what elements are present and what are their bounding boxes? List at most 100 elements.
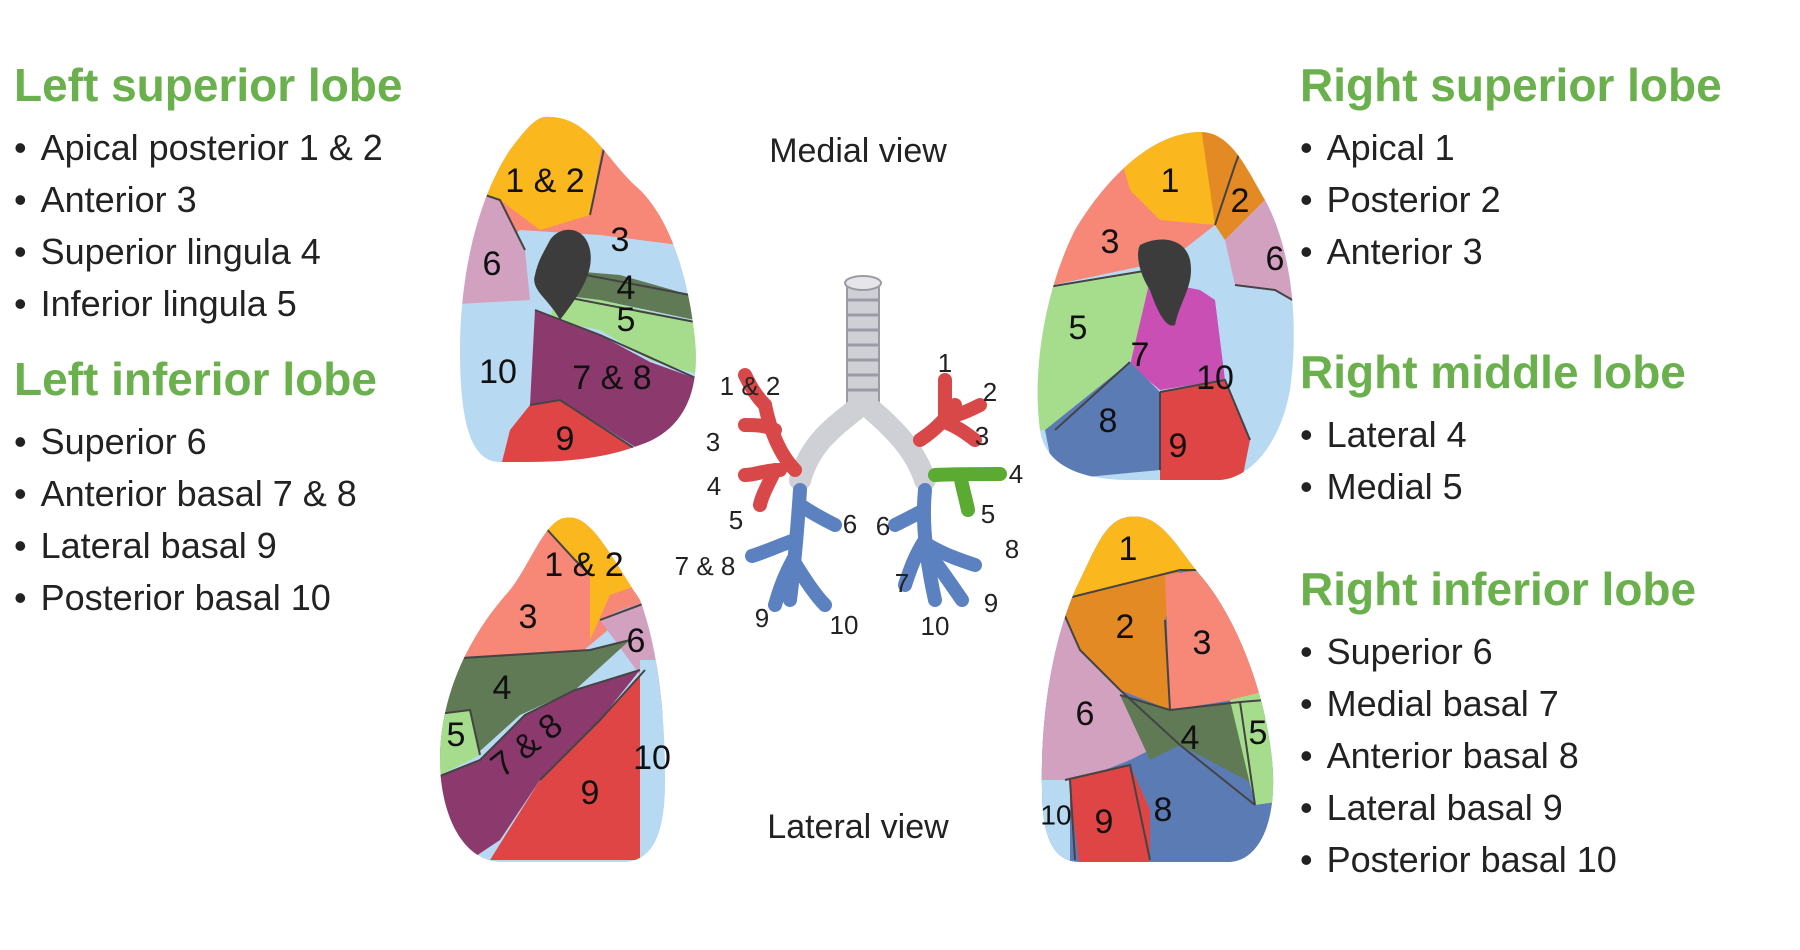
- left-lung-medial-view: [460, 116, 696, 463]
- list-item: Posterior basal 10: [1300, 834, 1696, 886]
- right-middle-lobe-legend: Right middle lobe Lateral 4 Medial 5: [1300, 345, 1686, 513]
- list-item: Lateral 4: [1300, 409, 1686, 461]
- right-medial-label-1: 1: [1161, 162, 1180, 200]
- list-item: Apical posterior 1 & 2: [14, 122, 402, 174]
- left-bronchus-label-7-8: 7 & 8: [675, 551, 736, 581]
- right-lateral-label-6: 6: [1076, 695, 1095, 733]
- right-bronchus-label-4: 4: [1009, 459, 1023, 489]
- segment-6-superior: [1041, 605, 1170, 780]
- left-bronchus-label-3: 3: [706, 427, 720, 457]
- left-lateral-label-5: 5: [447, 716, 466, 754]
- left-medial-label-7-8: 7 & 8: [572, 359, 651, 397]
- right-bronchus-label-1: 1: [938, 348, 952, 378]
- left-medial-label-5: 5: [617, 301, 636, 339]
- right-medial-label-9: 9: [1169, 427, 1188, 465]
- right-bronchus-label-7: 7: [895, 568, 909, 598]
- list-item: Superior 6: [1300, 626, 1696, 678]
- right-lateral-label-9: 9: [1095, 803, 1114, 841]
- list-item: Medial 5: [1300, 461, 1686, 513]
- right-medial-label-6: 6: [1266, 240, 1285, 278]
- list-item: Lateral basal 9: [14, 520, 377, 572]
- segment-4-lateral: [1120, 695, 1265, 790]
- left-bronchus-label-6: 6: [843, 509, 857, 539]
- left-superior-lobe-legend: Left superior lobe Apical posterior 1 & …: [14, 58, 402, 330]
- left-bronchus-label-10: 10: [830, 610, 859, 640]
- left-bronchus-label-5: 5: [729, 505, 743, 535]
- segment-7-8-anterior-basal: [530, 310, 696, 450]
- segment-4-superior-lingula: [560, 270, 695, 320]
- right-bronchus-label-8: 8: [1005, 534, 1019, 564]
- right-medial-label-5: 5: [1069, 309, 1088, 347]
- right-lateral-label-10: 10: [1040, 799, 1071, 830]
- right-main-bronchus: [861, 399, 936, 491]
- list-item: Posterior basal 10: [14, 572, 377, 624]
- right-bronchus-label-2: 2: [983, 377, 997, 407]
- right-lateral-label-8: 8: [1154, 791, 1173, 829]
- list-item: Posterior 2: [1300, 174, 1722, 226]
- left-superior-lobe-title: Left superior lobe: [14, 59, 403, 111]
- left-lateral-label-4: 4: [493, 669, 512, 707]
- left-inferior-lobe-legend: Left inferior lobe Superior 6 Anterior b…: [14, 352, 377, 624]
- segment-3-anterior: [1165, 570, 1270, 710]
- left-superior-lobe-list: Apical posterior 1 & 2 Anterior 3 Superi…: [14, 122, 402, 330]
- left-bronchus-label-4: 4: [707, 471, 721, 501]
- left-medial-label-1-2: 1 & 2: [505, 162, 584, 200]
- segment-4-superior-lingula: [440, 640, 630, 760]
- right-middle-lobe-list: Lateral 4 Medial 5: [1300, 409, 1686, 513]
- left-lateral-label-6: 6: [627, 622, 646, 660]
- right-medial-label-3: 3: [1101, 223, 1120, 261]
- list-item: Superior lingula 4: [14, 226, 402, 278]
- left-lateral-label-3: 3: [519, 598, 538, 636]
- list-item: Anterior 3: [14, 174, 402, 226]
- left-bronchus-label-9: 9: [755, 603, 769, 633]
- right-bronchus-label-10: 10: [921, 611, 950, 641]
- right-superior-lobe-legend: Right superior lobe Apical 1 Posterior 2…: [1300, 58, 1722, 278]
- right-medial-label-2: 2: [1231, 182, 1250, 220]
- hilum-right-medial: [1138, 239, 1192, 326]
- right-inferior-bronchi: [888, 483, 982, 607]
- right-inferior-lobe-legend: Right inferior lobe Superior 6 Medial ba…: [1300, 562, 1696, 886]
- list-item: Medial basal 7: [1300, 678, 1696, 730]
- right-lateral-label-2: 2: [1116, 608, 1135, 646]
- medial-view-label: Medial view: [769, 132, 947, 170]
- right-superior-lobe-list: Apical 1 Posterior 2 Anterior 3: [1300, 122, 1722, 278]
- segment-7-8-anterior-basal: [440, 670, 640, 860]
- right-medial-label-8: 8: [1099, 402, 1118, 440]
- right-bronchus-label-9: 9: [984, 588, 998, 618]
- right-medial-label-7: 7: [1131, 336, 1150, 374]
- right-medial-label-10: 10: [1196, 359, 1234, 397]
- segment-9-lateral-basal: [1065, 765, 1150, 862]
- lateral-view-label: Lateral view: [767, 808, 949, 846]
- right-bronchus-label-3: 3: [975, 421, 989, 451]
- left-medial-label-10: 10: [479, 353, 517, 391]
- list-item: Lateral basal 9: [1300, 782, 1696, 834]
- right-lateral-label-1: 1: [1119, 530, 1138, 568]
- list-item: Anterior basal 7 & 8: [14, 468, 377, 520]
- list-item: Superior 6: [14, 416, 377, 468]
- right-middle-bronchi: [928, 467, 1007, 517]
- lung-segments-diagram: Medial view Lateral view 1 & 2 3 4 5 6 1…: [440, 116, 1294, 862]
- segment-9-lateral-basal: [490, 665, 665, 860]
- segment-7-medial-basal: [1130, 280, 1225, 390]
- left-medial-label-3: 3: [611, 221, 630, 259]
- left-lateral-label-9: 9: [581, 774, 600, 812]
- bronchial-tree: 1 & 2 3 4 5 6 7 & 8 9 10 1 2 3 4 5 6 7 8…: [675, 275, 1023, 641]
- left-inferior-lobe-list: Superior 6 Anterior basal 7 & 8 Lateral …: [14, 416, 377, 624]
- right-bronchus-label-5: 5: [981, 499, 995, 529]
- right-lateral-label-5: 5: [1249, 714, 1268, 752]
- right-bronchus-label-6: 6: [876, 511, 890, 541]
- list-item: Anterior basal 8: [1300, 730, 1696, 782]
- segment-5-medial: [1230, 690, 1274, 805]
- list-item: Inferior lingula 5: [14, 278, 402, 330]
- right-lateral-label-4: 4: [1181, 719, 1200, 757]
- left-bronchus-label-1-2: 1 & 2: [720, 371, 781, 401]
- list-item: Anterior 3: [1300, 226, 1722, 278]
- right-inferior-lobe-title: Right inferior lobe: [1300, 563, 1697, 615]
- hilum-left-medial: [534, 229, 591, 320]
- left-inferior-bronchi: [745, 483, 842, 612]
- right-lateral-label-3: 3: [1193, 624, 1212, 662]
- segment-2-posterior: [1060, 570, 1180, 710]
- left-superior-bronchi: [738, 368, 802, 512]
- left-medial-label-4: 4: [617, 269, 636, 307]
- left-inferior-lobe-title: Left inferior lobe: [14, 353, 377, 405]
